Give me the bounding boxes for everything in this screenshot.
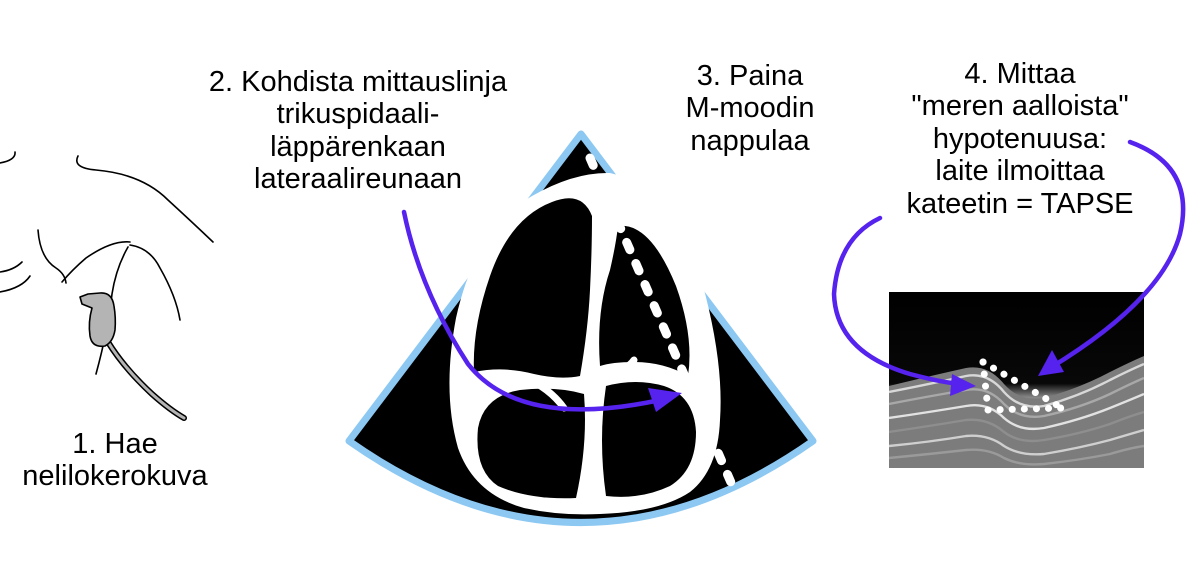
left-ventricle: [473, 198, 592, 378]
step-2-line-1: 2. Kohdista mittauslinja: [208, 66, 508, 98]
step-2-line-4: lateraalireunaan: [254, 163, 462, 196]
step-1-label: 1. Hae nelilokerokuva: [0, 428, 230, 493]
right-atrium: [602, 382, 696, 497]
step-4-label: 4. Mittaa "meren aalloista" hypotenuusa:…: [860, 58, 1180, 220]
step-2-line-3: läppärenkaan: [270, 130, 446, 163]
left-atrium: [477, 388, 585, 499]
step-3-label: 3. Paina M-moodin nappulaa: [660, 60, 840, 157]
step-4-line-5: kateetin = TAPSE: [906, 187, 1134, 220]
arrows: [401, 139, 1186, 412]
four-chamber-echo-sector-icon: [345, 130, 817, 526]
arrow-step4-left: [831, 215, 963, 387]
step-4-line-1: 4. Mittaa: [964, 58, 1076, 90]
m-mode-line: [585, 153, 741, 499]
step-2-line-2: trikuspidaali-: [276, 98, 440, 131]
step-4-line-3: hypotenuusa:: [932, 122, 1108, 155]
tapse-triangle-annotation: [979, 358, 1066, 414]
step-1-line-2: nelilokerokuva: [22, 460, 208, 493]
arrow-step2: [401, 209, 663, 412]
step-3-line-3: nappulaa: [690, 124, 810, 157]
step-3-line-1: 3. Paina: [696, 60, 804, 92]
arrowhead-step4-right: [1038, 350, 1064, 376]
step-1-line-1: 1. Hae: [72, 428, 158, 460]
patient-with-probe-icon: [0, 151, 214, 375]
step-3-line-2: M-moodin: [685, 92, 815, 125]
ultrasound-probe-icon: [79, 292, 187, 421]
arrow-step4-right: [1047, 139, 1186, 371]
step-2-label: 2. Kohdista mittauslinja trikuspidaali- …: [178, 66, 538, 196]
arrowhead-step2: [648, 388, 682, 412]
arrowhead-step4-left: [950, 374, 976, 396]
step-4-line-2: "meren aalloista": [911, 90, 1129, 123]
step-4-line-4: laite ilmoittaa: [935, 155, 1105, 188]
arrowheads: [648, 350, 1064, 412]
